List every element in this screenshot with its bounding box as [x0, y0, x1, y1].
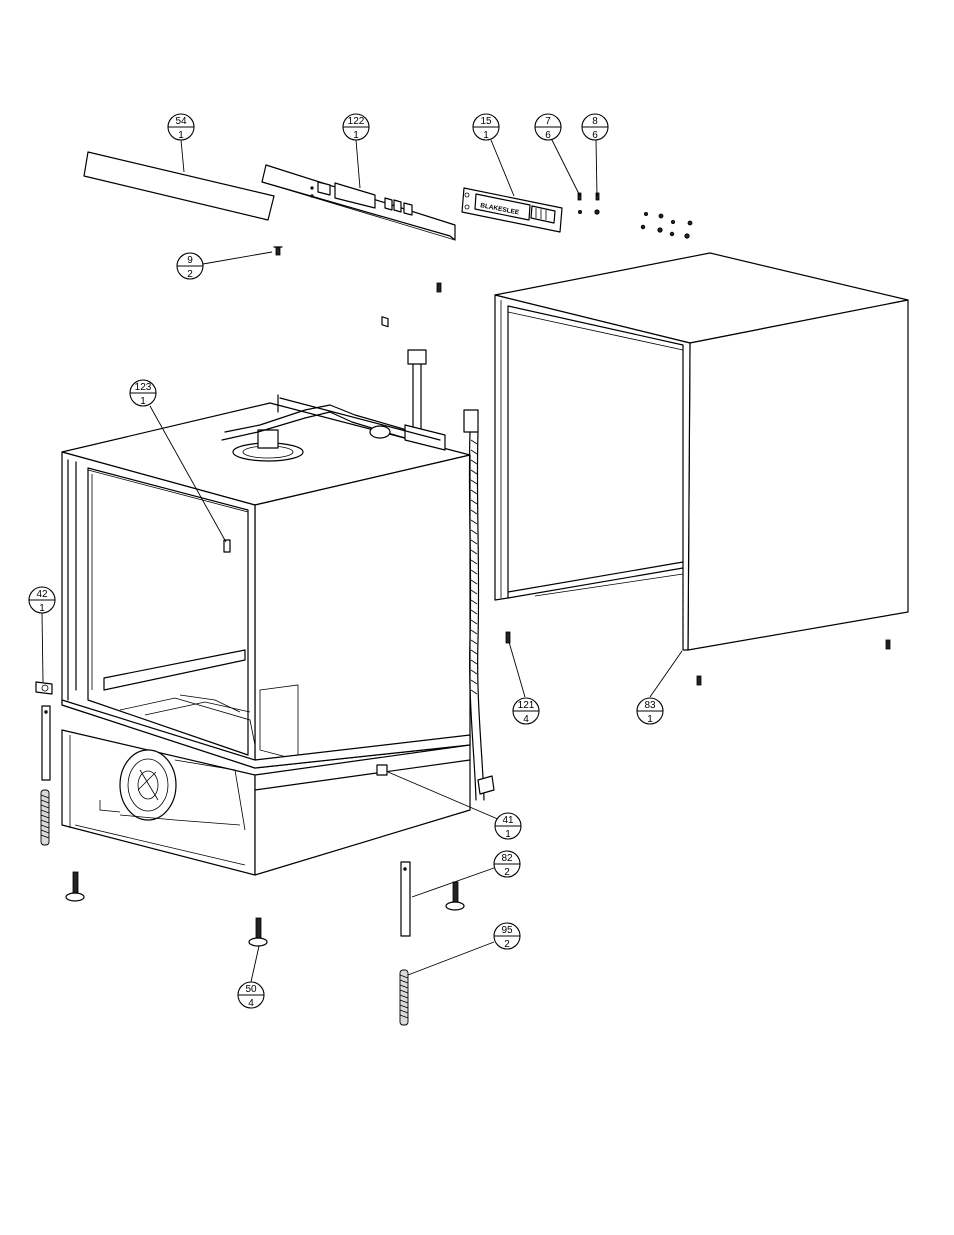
svg-text:4: 4 [523, 714, 529, 725]
callout-41: 41 1 [494, 812, 522, 840]
leveling-foot-2 [248, 917, 268, 947]
svg-text:54: 54 [175, 116, 187, 127]
callout-7: 7 6 [534, 113, 562, 141]
door-spring-right [399, 969, 409, 1026]
svg-text:82: 82 [501, 853, 513, 864]
svg-text:7: 7 [545, 116, 551, 127]
callout-42: 42 1 [28, 586, 56, 614]
svg-text:1: 1 [178, 130, 184, 141]
svg-text:50: 50 [245, 984, 257, 995]
svg-text:1: 1 [505, 829, 511, 840]
svg-text:95: 95 [501, 925, 513, 936]
svg-text:2: 2 [504, 939, 510, 950]
callout-82: 82 2 [493, 850, 521, 878]
top-trim-panel [83, 151, 275, 221]
svg-text:1: 1 [140, 396, 146, 407]
svg-text:1: 1 [353, 130, 359, 141]
control-panel-bracket [261, 164, 456, 328]
display-board: BLAKESLEE [461, 187, 563, 233]
callout-122: 122 1 [342, 113, 370, 141]
svg-text:122: 122 [348, 116, 365, 127]
callout-15: 15 1 [472, 113, 500, 141]
callout-50: 50 4 [237, 981, 265, 1009]
svg-text:41: 41 [502, 815, 514, 826]
svg-text:4: 4 [248, 998, 254, 1009]
callout-9: 9 2 [176, 252, 204, 280]
callout-8: 8 6 [581, 113, 609, 141]
hood-screws [505, 631, 891, 686]
drain-hose [463, 409, 495, 801]
callout-54: 54 1 [167, 113, 195, 141]
svg-text:1: 1 [483, 130, 489, 141]
callout-95: 95 2 [493, 922, 521, 950]
top-screw [273, 246, 283, 256]
door-spring-left [40, 789, 50, 846]
leader-lines [41, 139, 683, 983]
side-bracket [35, 681, 53, 781]
svg-text:83: 83 [644, 700, 656, 711]
svg-text:6: 6 [545, 130, 551, 141]
svg-text:121: 121 [518, 700, 535, 711]
svg-text:6: 6 [592, 130, 598, 141]
callout-83: 83 1 [636, 697, 664, 725]
svg-text:1: 1 [39, 603, 45, 614]
side-grommet [376, 764, 388, 776]
svg-text:42: 42 [36, 589, 48, 600]
svg-text:2: 2 [504, 867, 510, 878]
callout-123: 123 1 [129, 379, 157, 407]
leveling-foot-3 [445, 881, 465, 911]
svg-text:9: 9 [187, 255, 193, 266]
svg-text:15: 15 [480, 116, 492, 127]
svg-text:123: 123 [135, 382, 152, 393]
screws-and-nuts [577, 192, 693, 239]
hood-screw-top [436, 282, 442, 293]
leveling-foot-1 [65, 871, 85, 902]
outer-hood [494, 252, 909, 651]
svg-text:2: 2 [187, 269, 193, 280]
hinge-strap [400, 861, 411, 937]
inner-clip [223, 539, 231, 553]
svg-text:8: 8 [592, 116, 598, 127]
main-cabinet [61, 349, 471, 876]
callout-121: 121 4 [512, 697, 540, 725]
svg-text:1: 1 [647, 714, 653, 725]
